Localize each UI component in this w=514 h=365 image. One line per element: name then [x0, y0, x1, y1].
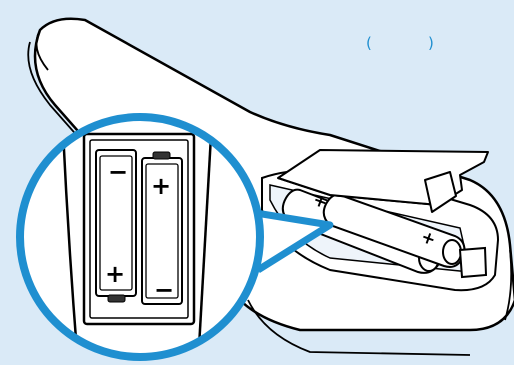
- zoom-right-top-polarity: +: [151, 172, 171, 200]
- zoom-battery-left-icon: [95, 149, 137, 303]
- zoom-left-bottom-polarity: +: [105, 260, 125, 288]
- close-paren-text: ): [428, 34, 434, 52]
- zoom-battery-right-icon: [141, 151, 183, 305]
- zoom-right-bottom-polarity: −: [154, 276, 174, 304]
- remote-contour-lines: [27, 29, 513, 356]
- remote-battery-b-icon: [322, 193, 466, 268]
- callout-pointer-icon: [249, 208, 334, 273]
- remote-plus-a-text: +: [310, 190, 330, 214]
- remote-plus-b-text: +: [418, 227, 438, 251]
- battery-cover-icon: [277, 149, 489, 213]
- magnified-callout-icon: [16, 113, 264, 361]
- zoom-left-top-polarity: −: [108, 158, 128, 186]
- open-paren-text: (: [366, 34, 372, 52]
